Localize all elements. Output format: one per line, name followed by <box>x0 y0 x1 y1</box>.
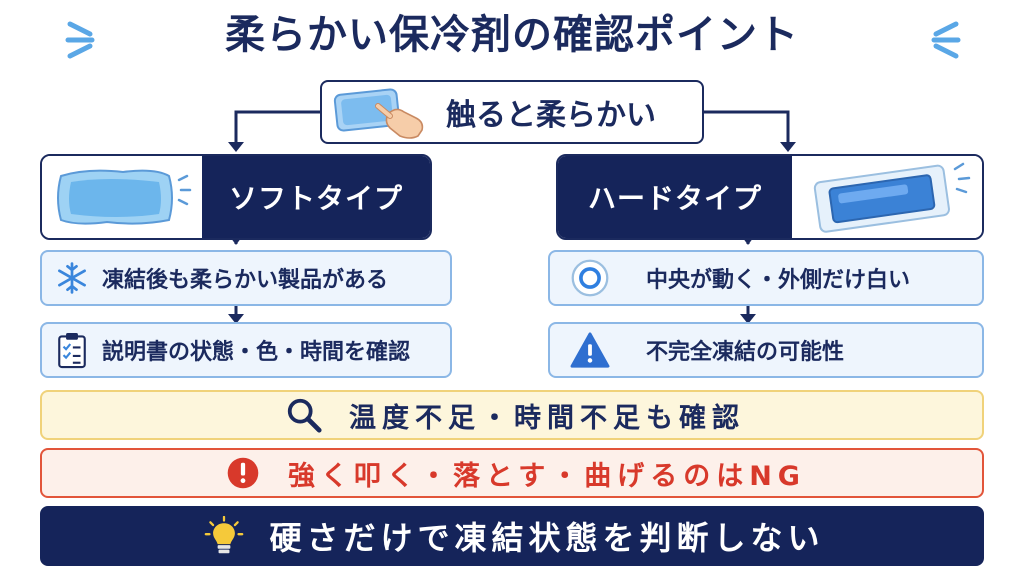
circle-target-icon <box>550 258 630 298</box>
soft-gel-pack-icon <box>42 156 202 238</box>
hard-info-2: 不完全凍結の可能性 <box>548 322 984 378</box>
warning-icon <box>550 331 630 369</box>
hand-touching-pack-icon <box>330 84 430 140</box>
lightbulb-icon <box>199 516 249 556</box>
soft-type-name: ソフトタイプ <box>202 156 430 238</box>
check-band: 温度不足・時間不足も確認 <box>40 390 984 440</box>
checklist-icon <box>42 330 102 370</box>
check-band-text: 温度不足・時間不足も確認 <box>349 402 745 434</box>
hard-info-1: 中央が動く・外側だけ白い <box>548 250 984 306</box>
ng-band-text: 強く叩く・落とす・曲げるのはNG <box>288 460 806 492</box>
top-label: 触ると柔らかい <box>446 98 656 133</box>
hard-type-name: ハードタイプ <box>558 156 792 238</box>
snowflake-icon <box>42 260 102 296</box>
rule-band: 硬さだけで凍結状態を判断しない <box>40 506 984 566</box>
hard-info-1-text: 中央が動く・外側だけ白い <box>646 268 911 293</box>
soft-info-2: 説明書の状態・色・時間を確認 <box>40 322 452 378</box>
soft-info-1-text: 凍結後も柔らかい製品がある <box>102 268 389 293</box>
magnifier-icon <box>279 395 329 435</box>
soft-info-2-text: 説明書の状態・色・時間を確認 <box>102 340 411 365</box>
right-sparkle-icon <box>910 8 970 68</box>
hard-info-2-text: 不完全凍結の可能性 <box>646 340 845 365</box>
left-sparkle-icon <box>56 8 116 68</box>
soft-info-1: 凍結後も柔らかい製品がある <box>40 250 452 306</box>
alert-icon <box>218 453 268 493</box>
rule-band-text: 硬さだけで凍結状態を判断しない <box>269 519 825 557</box>
page-title: 柔らかい保冷剤の確認ポイント <box>225 12 799 58</box>
soft-type-header: ソフトタイプ <box>40 154 432 240</box>
hard-type-header: ハードタイプ <box>556 154 984 240</box>
hard-ice-pack-icon <box>792 156 982 238</box>
ng-band: 強く叩く・落とす・曲げるのはNG <box>40 448 984 498</box>
soft-to-touch-box: 触ると柔らかい <box>320 80 704 144</box>
